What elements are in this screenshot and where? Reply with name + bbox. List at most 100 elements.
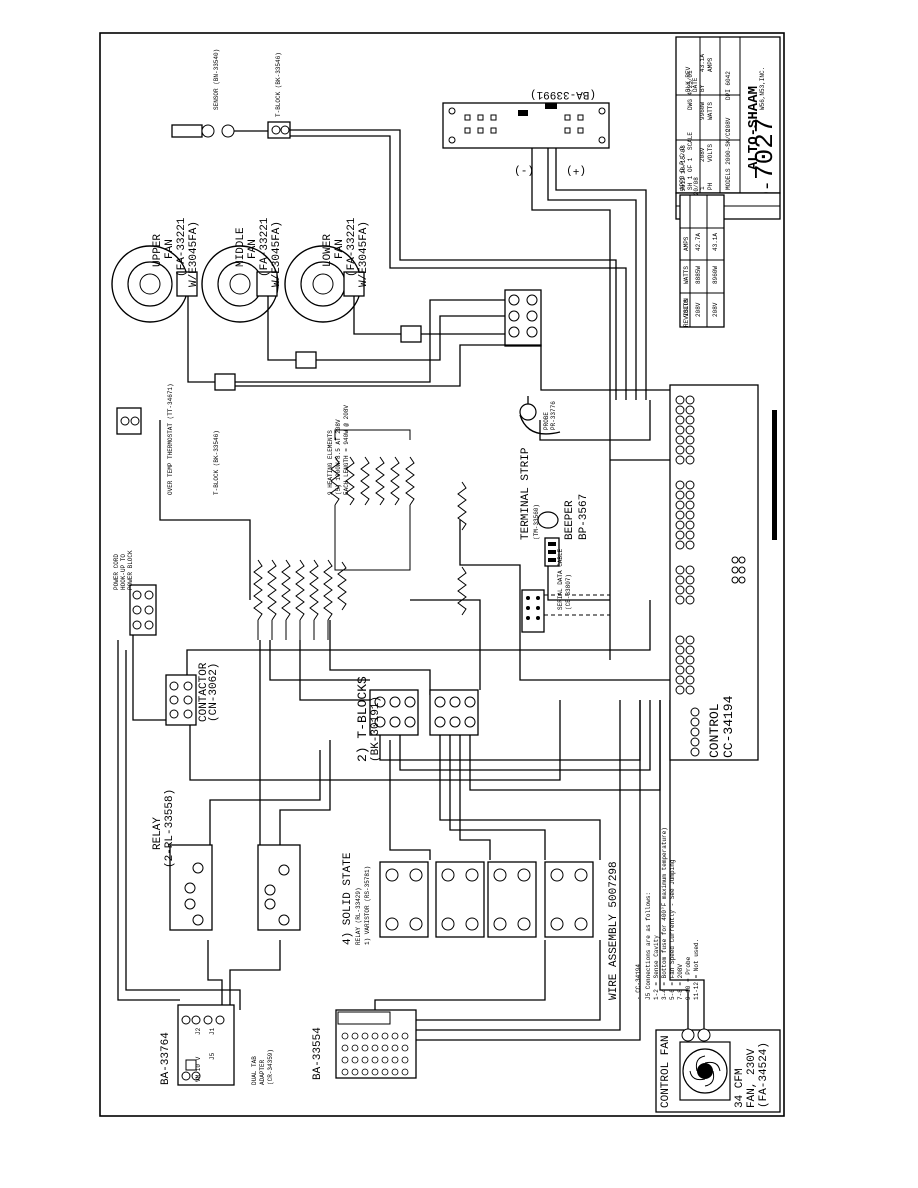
- volts-table: VOLTS WATTS AMPS 208V 8885W 42.7A 208V 8…: [679, 194, 725, 328]
- ba-33554-board: BA-33554: [312, 1009, 417, 1080]
- diagram-frame: [99, 32, 785, 1117]
- t-blocks-line-0: 2) T-BLOCKS: [355, 676, 370, 762]
- solid-state-relays: 4) SOLID STATE RELAY (RL-33429) 1) VARIS…: [342, 852, 594, 945]
- relay-line-1: (2-RL-33558): [164, 789, 176, 868]
- rev-note-0: ECN 5612: [680, 177, 687, 206]
- relay-2: [257, 844, 301, 931]
- contactor-line-1: (CN-3062): [208, 663, 220, 722]
- control-board: CONTROL CC-34194: [669, 384, 759, 761]
- t-block-mid-label: T-BLOCK (BK-33546): [213, 430, 220, 495]
- note-line-2: 1-2 = Sense Cavity: [653, 935, 660, 1000]
- middle-fan-line-3: W/E3045FA): [271, 221, 283, 287]
- heater-note-2: EACH LENGTH = 940W @ 208V: [343, 405, 350, 495]
- wires: [117, 129, 720, 1061]
- rev-date-0: 10/15/03: [680, 145, 687, 174]
- drawing-number: 7027: [750, 118, 780, 180]
- serial-cable-line-0: SERIAL DATA CABLE: [557, 548, 564, 610]
- upper-fan-line-0: UPPER: [152, 234, 164, 267]
- volts-row1-v: 208V: [712, 302, 719, 317]
- heating-elements: 9 HEATING ELEMENTS (5) 1000W/8.5 AT 208V…: [253, 405, 467, 640]
- heater-note-0: 9 HEATING ELEMENTS: [327, 430, 334, 495]
- rev-cell-1: DATE: [692, 77, 699, 92]
- fan-t-blocks: [214, 289, 542, 391]
- revision-label: REVISION: [683, 298, 690, 327]
- j2-label: J2: [195, 1027, 202, 1035]
- upper-fan-line-1: FAN: [164, 239, 176, 259]
- probe: PROBE PR-33776: [519, 396, 561, 435]
- control-fan: CONTROL FAN 34 CFM FAN, 230V (FA-34524): [655, 1028, 781, 1113]
- lower-fan: LOWER FAN (FA-33221 W/E3045FA): [284, 217, 370, 323]
- note-line-4: 5-6 = Fan Speed Currently - See Jumping: [669, 859, 676, 1000]
- plug-note-1: HOOK-UP TO: [120, 554, 127, 590]
- sensor-label: SENSOR (BN-33540): [213, 49, 220, 110]
- title-cell-14: APPD D.P.C.O: [679, 146, 686, 190]
- t-block-top: T-BLOCK (BK-33546): [267, 52, 291, 139]
- volts-row0-w: 8885W: [695, 266, 702, 284]
- title-cell-6: AMPS: [707, 57, 714, 72]
- title-cell-10: 43.1A: [699, 54, 706, 72]
- title-cell-13: DWG 4/25/01: [687, 70, 694, 110]
- volts-header-0: VOLTS: [683, 299, 690, 317]
- dual-tab-line-2: (CR-34359): [267, 1049, 274, 1085]
- upper-fan-line-2: (FA-33221: [176, 217, 188, 277]
- upper-fan-line-3: W/E3045FA): [188, 221, 200, 287]
- middle-fan: MIDDLE FAN (FA-33221 W/E3045FA): [201, 217, 283, 323]
- beeper-line-1: BP-3567: [578, 494, 590, 540]
- title-cell-8: 208V: [699, 147, 706, 162]
- ba33764-label: BA-33764: [160, 1032, 172, 1085]
- volts-header-2: AMPS: [683, 236, 690, 251]
- rev-cell-0: BLK REV: [685, 66, 692, 92]
- title-cell-0: MODELS 2000-SK/CC: [725, 128, 732, 190]
- probe-line-0: PROBE: [543, 412, 550, 430]
- control-line-0: CONTROL: [707, 703, 722, 758]
- dual-tab-line-0: DUAL TAB: [251, 1056, 258, 1085]
- j1-label: J1: [209, 1027, 216, 1035]
- board-neg: (-): [514, 164, 534, 176]
- volts-row0-a: 42.7A: [695, 233, 702, 251]
- probe-line-1: PR-33776: [550, 401, 557, 430]
- volts-row1-w: 8960W: [712, 266, 719, 284]
- title-cell-5: WATTS: [707, 102, 714, 120]
- title-cell-9: 9960W: [699, 102, 706, 120]
- note-line-1: J5 Connections are as follows:: [645, 892, 652, 1000]
- title-cell-2: DPI 6042: [725, 71, 732, 100]
- sensor: SENSOR (BN-33540): [171, 49, 268, 138]
- brand-sub: W56,N53,INC.: [759, 67, 766, 110]
- wire-assembly-label: WIRE ASSEMBLY 5007298: [608, 861, 620, 1000]
- over-temp-thermostat: OVER TEMP THERMOSTAT (TT-34671) T-BLOCK …: [116, 383, 220, 495]
- marker-bar: [772, 410, 777, 540]
- title-cell-3: PH: [707, 182, 714, 190]
- rev-date-1: 08/20/08: [693, 177, 700, 206]
- lower-fan-line-0: LOWER: [322, 234, 334, 267]
- title-cell-1: 208V: [725, 117, 732, 132]
- rev-cell-2: BY: [699, 84, 706, 92]
- notes-block: WIRE ASSEMBLY 5007298 - CC-34194 J5 Conn…: [608, 827, 700, 1000]
- t-blocks-line-1: (BK-30191): [370, 696, 382, 762]
- j5-label: J5: [209, 1052, 216, 1060]
- board-pos: (+): [566, 164, 586, 176]
- note-line-7: 11-12 = Not used.: [693, 939, 700, 1000]
- relay-1: [169, 844, 213, 931]
- power-block: POWER CORD HOOK-UP TO POWER BLOCK: [113, 550, 157, 636]
- ssr-line-2: 1) VARISTOR (RS-35781): [364, 866, 371, 945]
- ba-33764-board: BA-33764 VM 10 V J5 J1 J2 DUAL TAB ADAPT…: [160, 1004, 274, 1086]
- title-cell-12: SCALE: [687, 132, 694, 150]
- note-line-5: 7-8 = 208V: [677, 964, 684, 1000]
- control-fan-label: CONTROL FAN: [660, 1035, 672, 1108]
- lower-fan-line-1: FAN: [334, 239, 346, 259]
- middle-fan-line-0: MIDDLE: [235, 227, 247, 267]
- middle-fan-line-1: FAN: [247, 239, 259, 259]
- plug-note-2: POWER BLOCK: [127, 550, 134, 590]
- title-cell-4: VOLTS: [707, 144, 714, 162]
- title-cell-11: SH 1 OF 1: [687, 157, 694, 190]
- note-line-6: 9-10 = Probe: [685, 956, 692, 1000]
- ssr-line-1: RELAY (RL-33429): [355, 887, 362, 945]
- fan-spec-2: (FA-34524): [758, 1042, 770, 1108]
- volts-header-1: WATTS: [683, 266, 690, 284]
- t-blocks-center: 2) T-BLOCKS (BK-30191): [355, 676, 479, 762]
- terminal-strip: TERMINAL STRIP (TM-33560) BEEPER BP-3567: [520, 447, 590, 567]
- volts-row1-a: 43.1A: [712, 233, 719, 251]
- serial-cable-line-1: (CE-33807): [565, 574, 572, 610]
- board-label: (BA-33991): [530, 88, 596, 100]
